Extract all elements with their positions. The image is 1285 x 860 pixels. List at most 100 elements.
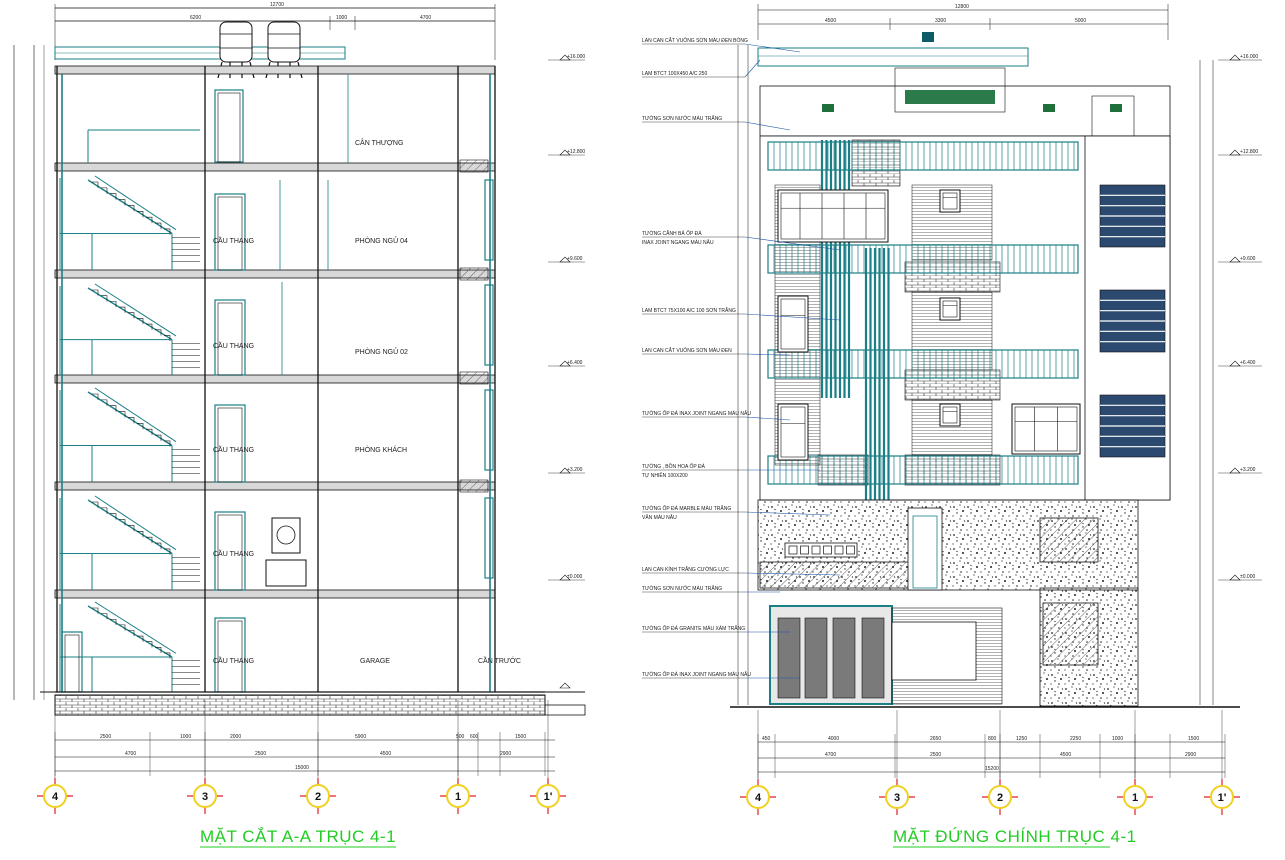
elevation-top-dim: 12800: [955, 4, 969, 10]
window-icon: [484, 179, 494, 261]
elevation-title: MẶT ĐỨNG CHÍNH TRỤC 4-1: [893, 827, 1137, 846]
annotation-label: TƯỜNG CẮNH BẢ ỐP ĐÁ: [642, 229, 702, 237]
elevation-level-marks: +16.000+12.800+9.600+6.400+3.200±0.000: [1218, 54, 1262, 581]
elevation-bottom-dim: 1250: [1016, 736, 1027, 742]
annotation-label: VÂN MÀU NÂU: [642, 514, 677, 521]
annotation-label: TƯỜNG SƠN NƯỚC MÀU TRẮNG: [642, 114, 722, 122]
elevation-bottom-dim: 2250: [1070, 736, 1081, 742]
room-label: CẦN TRƯỚC: [478, 655, 521, 665]
floor-slab: [54, 162, 496, 172]
annotation-label: TƯỜNG , BỒN HOA ỐP ĐÁ: [642, 463, 706, 470]
section-bottom-total: 15000: [295, 765, 309, 771]
section-bottom-dim: 2500: [100, 734, 111, 740]
elevation-ground-floor: [730, 499, 1240, 708]
axis-label: 2: [315, 791, 321, 803]
stair-flight: [59, 283, 200, 375]
floor-slab: [54, 269, 496, 279]
room-label: CẦU THANG: [213, 655, 254, 665]
stone-cladding: [904, 261, 1001, 293]
axis-label: 4: [755, 792, 762, 804]
elevation-bottom-dim: 450: [762, 736, 771, 742]
stair-flight: [59, 175, 200, 270]
level-mark: +9.600: [567, 256, 583, 262]
elevation-bottom-dim: 1000: [1112, 736, 1123, 742]
axis-bubble: 4: [740, 779, 776, 815]
elevation-bottom-dim: 2500: [930, 752, 941, 758]
window-icon: [939, 189, 961, 213]
section-top-dimensions: 12700 6200 1000 4700: [54, 2, 496, 60]
stone-cladding: [817, 454, 869, 486]
axis-bubble: 1: [1117, 779, 1153, 815]
elevation-bottom-total: 15200: [985, 766, 999, 772]
level-mark: +16.000: [1240, 54, 1258, 60]
floor-slab: [54, 589, 496, 599]
door-icon: [214, 299, 246, 376]
axis-label: 1: [1132, 792, 1138, 804]
window-icon: [1011, 403, 1081, 455]
elevation-facade: [759, 135, 1171, 501]
window-icon: [484, 284, 494, 366]
section-bottom-dim: 500: [456, 734, 465, 740]
annotation-label: LAN CAN CẮT VUÔNG SƠN MÀU ĐEN BÓNG: [642, 36, 748, 44]
room-label: CẦU THANG: [213, 340, 254, 350]
elevation-roof: [757, 32, 1171, 137]
elevation-top-dim: 4500: [825, 18, 836, 24]
level-mark: +16.000: [567, 54, 585, 60]
stone-cladding: [904, 369, 1001, 401]
annotation-label: TỰ NHIÊN 100X200: [642, 471, 688, 479]
door-icon: [61, 631, 83, 693]
floor-slab: [54, 481, 496, 491]
annotation-label: TƯỜNG ỐP ĐÁ GRANITE MÀU XÁM TRẮNG: [642, 624, 745, 632]
door-icon: [214, 511, 246, 591]
elevation-side-dimensions: [737, 45, 1214, 705]
section-bottom-dim: 2900: [500, 751, 511, 757]
level-mark: +3.200: [1240, 467, 1256, 473]
door-icon: [214, 404, 246, 483]
door-icon: [214, 193, 246, 271]
level-mark: ±0.000: [567, 574, 582, 580]
floor-slab: [54, 65, 496, 75]
section-bottom-dim: 2000: [230, 734, 241, 740]
annotation-label: TƯỜNG ỐP ĐÁ INAX JOINT NGANG MÀU NÂU: [642, 410, 751, 417]
annotation-label: LAN CAN KÍNH TRẮNG CƯỜNG LỰC: [642, 565, 729, 573]
elevation-bottom-dim: 2900: [1185, 752, 1196, 758]
section-bottom-dim: 600: [470, 734, 479, 740]
window-icon: [939, 297, 961, 321]
axis-bubble: 2: [982, 779, 1018, 815]
section-bottom-dim: 1500: [515, 734, 526, 740]
annotation-label: TƯỜNG ỐP ĐÁ INAX JOINT NGANG MÀU NÂU: [642, 671, 751, 678]
section-bottom-dim: 4500: [380, 751, 391, 757]
axis-label: 1': [544, 791, 553, 803]
window-icon: [777, 403, 809, 461]
appliance-icon: [265, 517, 307, 587]
elevation-drawing: 12800 4500 3300 5000: [642, 4, 1262, 848]
annotation-label: LAN CAN CẮT VUÔNG SƠN MÀU ĐEN: [642, 346, 732, 354]
annotation-label: INAX JOINT NGANG MÀU NÂU: [642, 239, 714, 246]
section-foundation: [40, 691, 586, 716]
door-icon: [214, 617, 246, 693]
axis-label: 4: [52, 791, 59, 803]
section-bottom-dim: 5900: [355, 734, 366, 740]
louver-panel: [1099, 184, 1166, 248]
stone-cladding: [904, 454, 1001, 486]
window-icon: [777, 295, 809, 353]
axis-label: 1': [1218, 792, 1227, 804]
axis-bubble: 3: [187, 778, 223, 814]
level-mark: +6.400: [567, 360, 583, 366]
door-icon: [214, 89, 244, 163]
section-drawing: 12700 6200 1000 4700: [13, 2, 586, 848]
level-mark: +3.200: [567, 467, 583, 473]
louver-panel: [1099, 394, 1166, 458]
level-mark: +6.400: [1240, 360, 1256, 366]
axis-bubble: 4: [37, 778, 73, 814]
room-label: CẦU THANG: [213, 548, 254, 558]
elevation-bottom-dim: 4500: [1060, 752, 1071, 758]
room-label: GARAGE: [360, 658, 390, 665]
window-icon: [777, 189, 889, 243]
stair-flight: [59, 601, 200, 692]
